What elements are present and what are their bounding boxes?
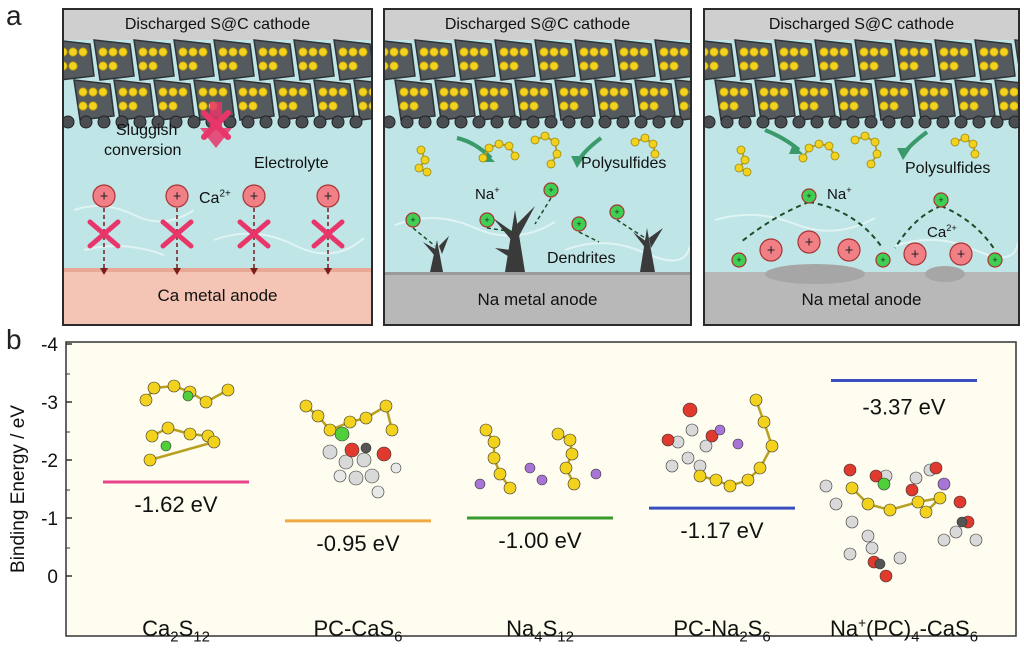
panel-a-letter: a: [6, 0, 22, 31]
ca-ion-icon: +: [759, 238, 783, 262]
svg-text:+: +: [548, 185, 553, 195]
category-label: Na+(PC)4-CaS6: [829, 615, 979, 646]
svg-text:+: +: [410, 215, 415, 225]
anode-label: Na metal anode: [477, 290, 598, 309]
svg-text:+: +: [173, 189, 181, 205]
energy-value-label: -1.17 eV: [680, 518, 763, 543]
anode-label: Na metal anode: [801, 290, 922, 309]
category-label: PC-Na2S6: [673, 616, 771, 646]
schematic-na-graphics: + + + + +: [385, 10, 690, 324]
svg-text:+: +: [880, 255, 885, 265]
sluggish-label: Sluggish: [116, 122, 178, 139]
cross-icon: [160, 219, 194, 249]
ca-ion-icon: +: [903, 242, 927, 266]
svg-text:+: +: [767, 243, 775, 259]
na-ion-label: Na+: [827, 185, 852, 203]
ca-ion-icon: +: [797, 230, 821, 254]
schematic-na-ca-graphics: + + + + + + + + + +: [705, 10, 1018, 324]
energy-value-label: -1.00 eV: [498, 528, 581, 553]
y-tick-label: 0: [47, 567, 58, 588]
svg-text:+: +: [806, 191, 811, 201]
na-ion-icon: +: [543, 182, 559, 198]
na-ion-icon: +: [987, 252, 1003, 268]
category-label: PC-CaS6: [313, 616, 403, 646]
svg-text:+: +: [736, 255, 741, 265]
ca-ion-icon: +: [242, 184, 266, 208]
svg-text:+: +: [938, 195, 943, 205]
cross-icon: [87, 219, 121, 249]
schematic-panel-na: + + + + + Discharged S@C cathode Polysulfide…: [383, 8, 692, 326]
svg-text:+: +: [614, 207, 619, 217]
y-tick-label: -1: [41, 509, 58, 530]
svg-text:+: +: [484, 215, 489, 225]
y-axis-label: Binding Energy / eV: [8, 405, 29, 573]
category-label: Na4S12: [506, 616, 574, 646]
svg-text:+: +: [324, 189, 332, 205]
energy-levels: -1.62 eV -0.95 eV -1.00 eV -1.17 eV -3.37 eV: [103, 379, 977, 556]
y-tick-label: -3: [41, 393, 58, 414]
ca-ion-icon: +: [949, 242, 973, 266]
polysulfides-label: Polysulfides: [905, 160, 991, 177]
svg-text:+: +: [100, 189, 108, 205]
svg-text:+: +: [957, 247, 965, 263]
cross-icon: [201, 110, 231, 140]
svg-text:+: +: [805, 235, 813, 251]
energy-value-label: -0.95 eV: [316, 531, 399, 556]
plot-frame: [65, 341, 1017, 637]
polysulfides-label: Polysulfides: [581, 155, 667, 172]
na-ion-icon: +: [479, 212, 495, 228]
na-ion-icon: +: [405, 212, 421, 228]
y-tick-label: -2: [41, 451, 58, 472]
ca-ion-icon: +: [165, 184, 189, 208]
schematic-ca-graphics: + + + +: [64, 10, 371, 324]
na-ion-label: Na+: [475, 185, 500, 203]
svg-text:+: +: [992, 255, 997, 265]
molecule-structures: [139, 379, 983, 583]
svg-text:+: +: [576, 219, 581, 229]
na-ion-icon: +: [609, 204, 625, 220]
na-ion-icon: +: [801, 188, 817, 204]
schematic-panel-ca: + + + + Discharged S@C cathode Sluggish con…: [62, 8, 373, 326]
svg-text:+: +: [250, 189, 258, 205]
anode-label: Ca metal anode: [157, 286, 278, 305]
na-ion-icon: +: [933, 192, 949, 208]
conversion-label: conversion: [104, 142, 182, 159]
ca-ion-icon: +: [316, 184, 340, 208]
svg-text:+: +: [845, 243, 853, 259]
energy-value-label: -1.62 eV: [134, 492, 217, 517]
na-ion-icon: +: [875, 252, 891, 268]
na-ion-icon: +: [731, 252, 747, 268]
schematic-panel-na-ca: + + + + + + + + + + Discharged S@C cathode Polysu…: [703, 8, 1020, 326]
cathode-title: Discharged S@C cathode: [768, 16, 955, 33]
dendrites-label: Dendrites: [547, 250, 616, 267]
category-label: Ca2S12: [142, 616, 210, 646]
ca-ion-icon: +: [837, 238, 861, 262]
cross-icon: [311, 219, 345, 249]
energy-value-label: -3.37 eV: [862, 395, 945, 420]
panel-b-letter: b: [6, 324, 22, 355]
cathode-title: Discharged S@C cathode: [444, 16, 631, 33]
na-ion-icon: +: [571, 216, 587, 232]
ca-ion-label: Ca2+: [199, 188, 231, 207]
svg-text:+: +: [911, 247, 919, 263]
y-tick-label: -4: [41, 335, 58, 356]
y-axis: 0 -1 -2 -3 -4: [41, 335, 72, 588]
cathode-title: Discharged S@C cathode: [124, 16, 311, 33]
binding-energy-chart: 0 -1 -2 -3 -4 Binding Energy / eV -1.62 eV -0…: [8, 335, 1017, 637]
ca-ion-label: Ca2+: [927, 223, 957, 241]
ca-ion-icon: +: [92, 184, 116, 208]
cross-icon: [237, 219, 271, 249]
electrolyte-label: Electrolyte: [254, 155, 329, 172]
